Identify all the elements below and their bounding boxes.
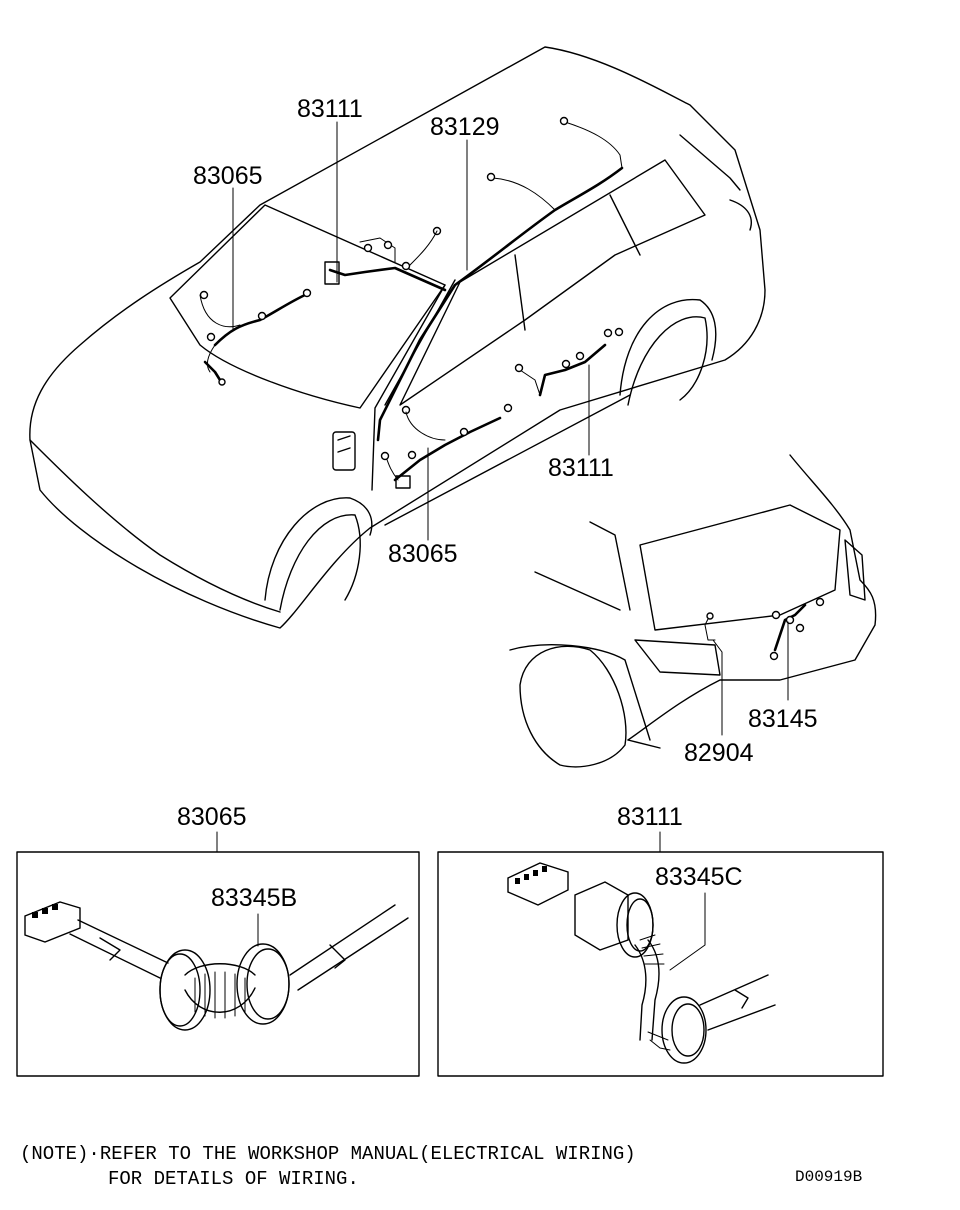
callout-83065-front: 83065 — [193, 162, 263, 190]
note-line-2: FOR DETAILS OF WIRING. — [108, 1168, 359, 1190]
harness-front-door — [380, 403, 513, 489]
leader-lines-rear — [712, 621, 789, 736]
harness-roof — [376, 116, 624, 442]
vehicle-front-view — [29, 46, 766, 629]
drawing-code: D00919B — [795, 1168, 862, 1186]
harness-cowl — [324, 226, 447, 292]
detail-left-grommet-label: 83345B — [211, 884, 297, 912]
detail-left-part-label: 83065 — [177, 803, 247, 831]
callout-83145-rear: 83145 — [748, 705, 818, 733]
detail-box-left: 83065 83345B — [16, 803, 420, 1077]
harness-rear-door — [514, 327, 624, 397]
leader-lines-main — [232, 121, 590, 541]
vehicle-rear-view — [509, 454, 877, 768]
callout-83111-cowl: 83111 — [297, 95, 363, 123]
callout-83129-roof: 83129 — [430, 113, 500, 141]
detail-right-grommet-label: 83345C — [655, 863, 743, 891]
note-line-1: (NOTE)·REFER TO THE WORKSHOP MANUAL(ELEC… — [20, 1143, 636, 1165]
callout-82904-rear: 82904 — [684, 739, 754, 767]
callout-83065-side: 83065 — [388, 540, 458, 568]
harness-rear — [704, 597, 825, 661]
harness-front — [199, 288, 312, 386]
callout-83111-side: 83111 — [548, 454, 614, 482]
detail-right-part-label: 83111 — [617, 803, 683, 831]
detail-box-right: 83111 83345C — [437, 803, 884, 1077]
